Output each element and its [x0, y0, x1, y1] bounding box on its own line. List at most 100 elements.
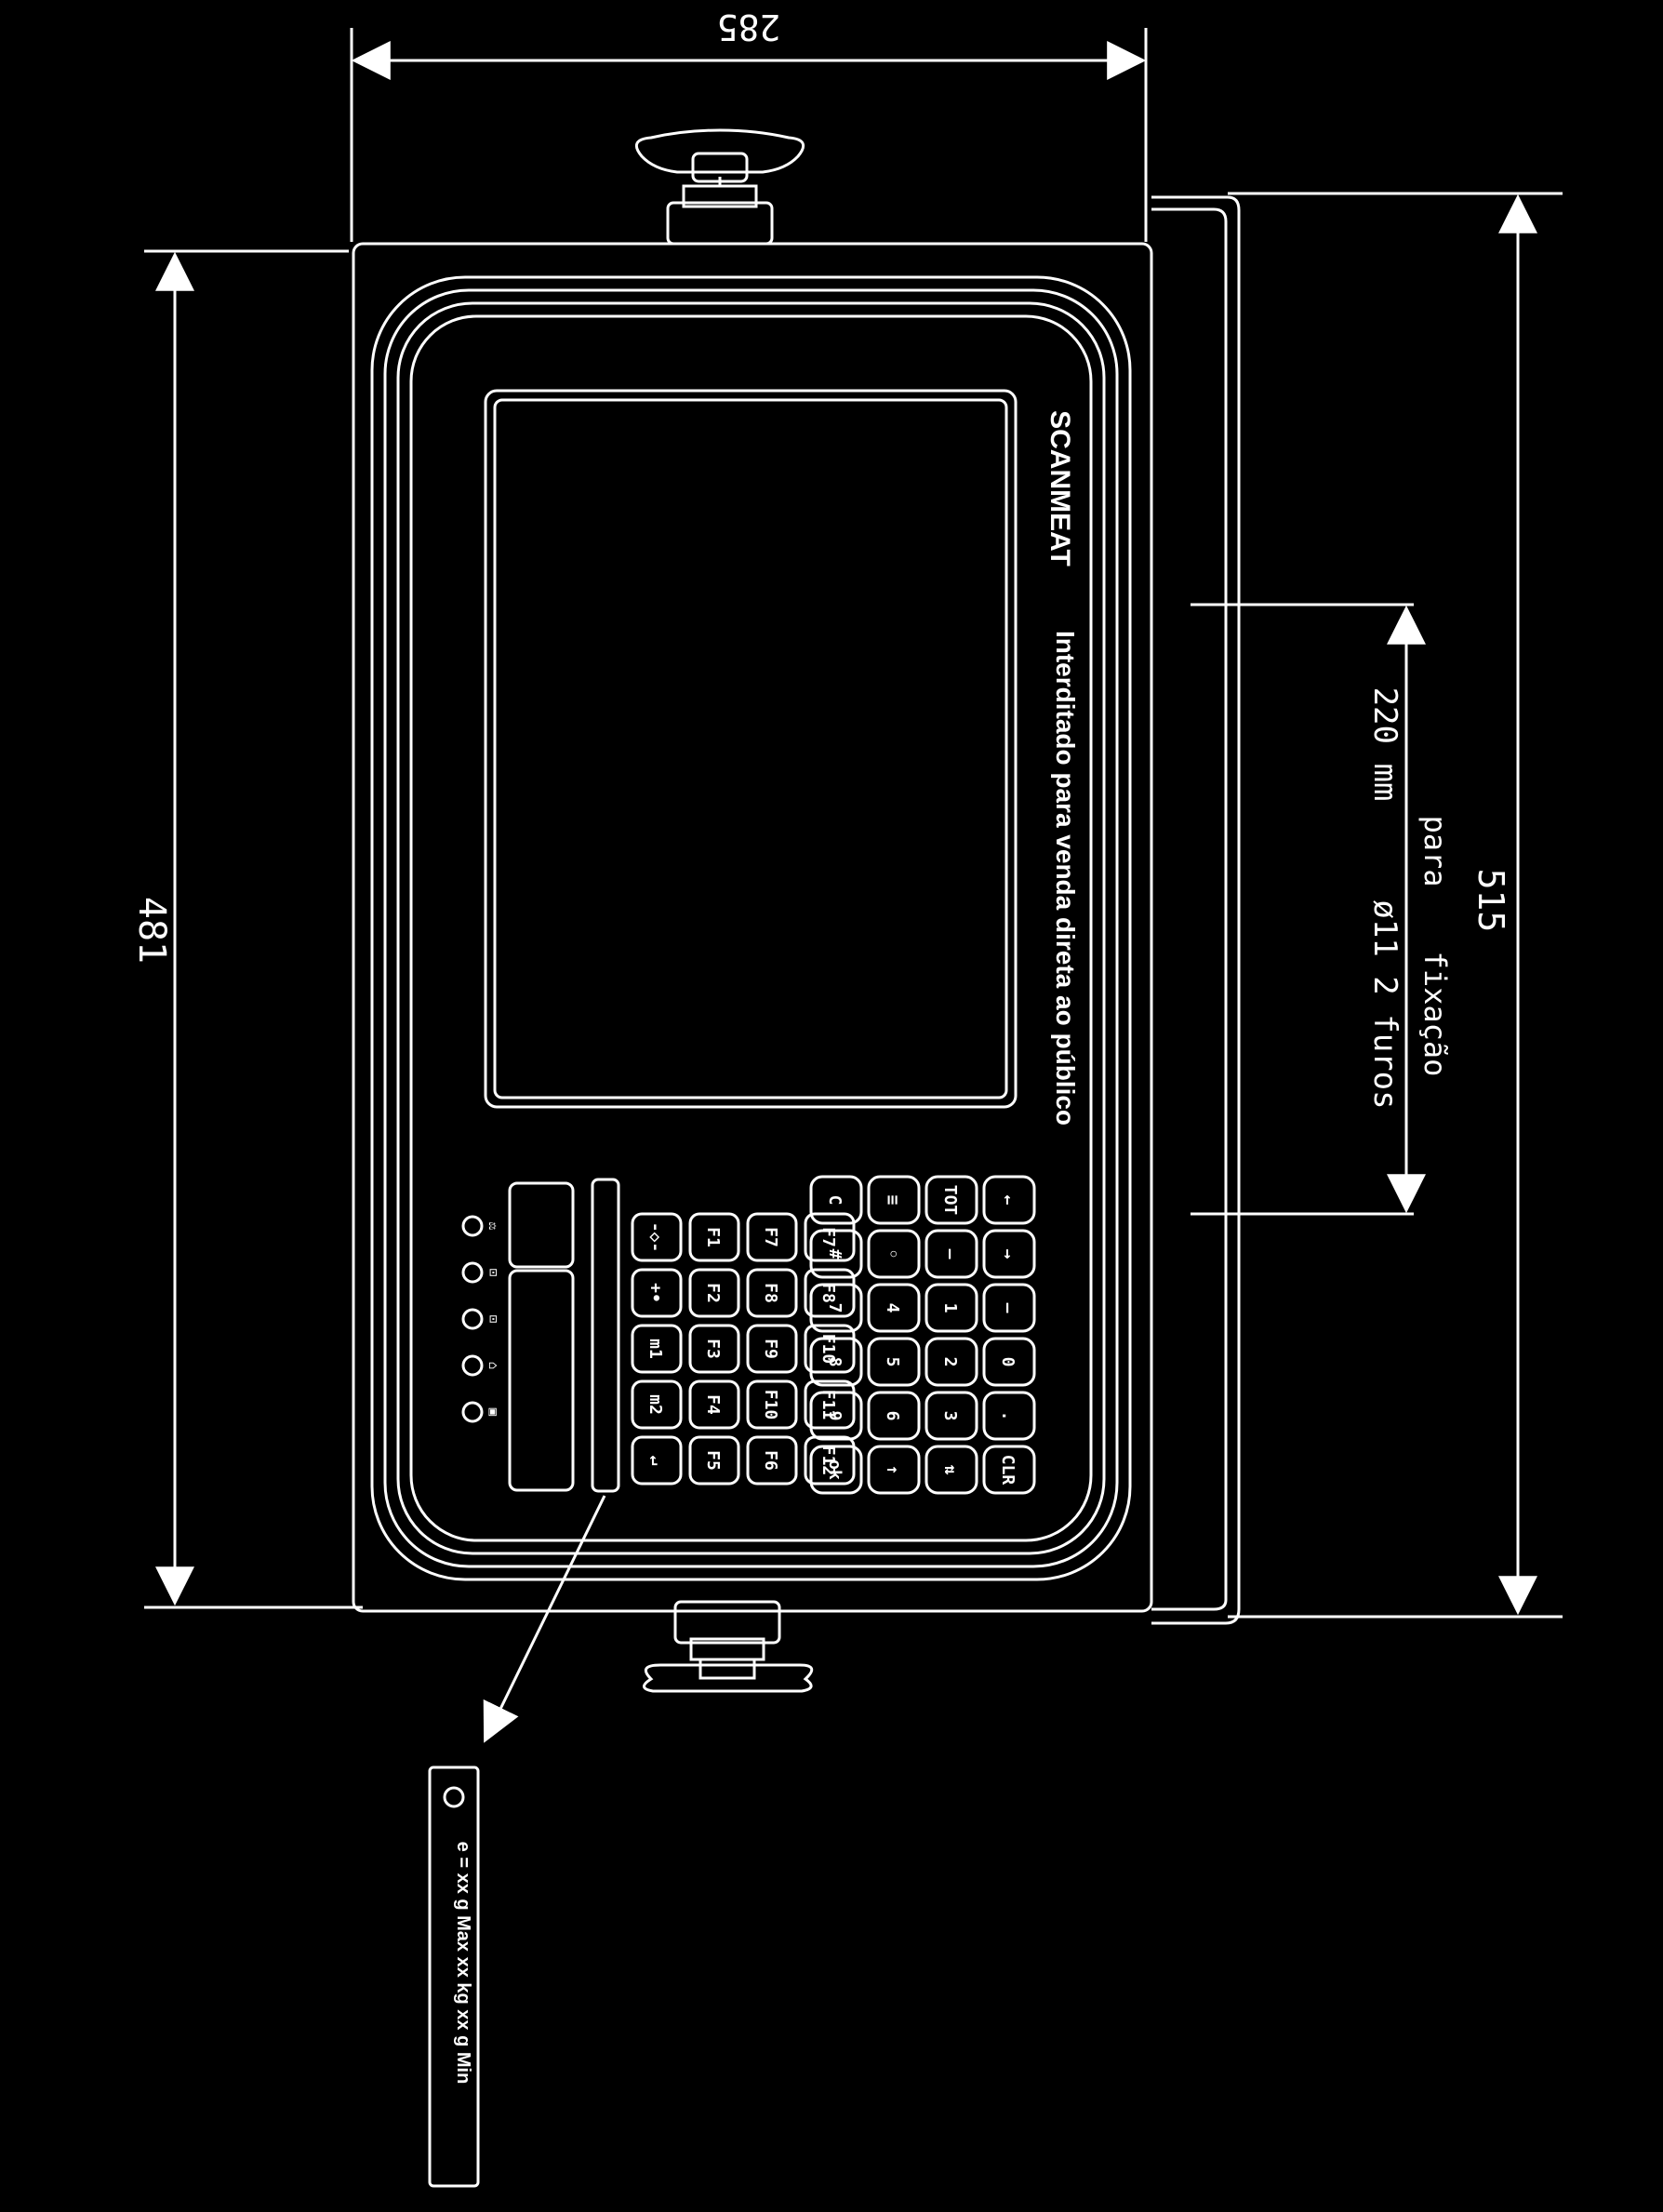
numeric-key[interactable]: —	[925, 1229, 978, 1279]
dim-515: 515	[1470, 869, 1511, 933]
numeric-key[interactable]: #	[809, 1229, 863, 1279]
function-key[interactable]: F5	[688, 1435, 740, 1486]
indicator-lamp: ⊡	[461, 1261, 500, 1284]
numeric-key-label: ok	[825, 1459, 845, 1480]
numeric-key[interactable]: 4	[867, 1283, 921, 1333]
function-key[interactable]: +•	[631, 1268, 683, 1318]
numeric-key[interactable]: C	[809, 1175, 863, 1225]
function-key[interactable]: F12	[804, 1435, 856, 1486]
function-key[interactable]: F2	[688, 1268, 740, 1318]
numeric-key[interactable]: 5	[867, 1337, 921, 1387]
numeric-key[interactable]: 6	[867, 1391, 921, 1441]
numeric-key[interactable]: →	[982, 1229, 1036, 1279]
function-key-label: F10	[818, 1334, 838, 1365]
numeric-key-label: 0	[998, 1357, 1018, 1367]
function-key[interactable]: F7	[804, 1212, 856, 1262]
display-window	[484, 389, 1018, 1109]
housing-outer	[352, 242, 1153, 1613]
function-key-label: F8	[761, 1283, 780, 1303]
function-key-label: F7	[818, 1227, 838, 1247]
numeric-key-label: 5	[883, 1357, 902, 1367]
function-key[interactable]: F4	[688, 1379, 740, 1430]
function-key-label: F12	[818, 1446, 838, 1476]
numeric-key[interactable]: TOT	[925, 1175, 978, 1225]
label-plate	[428, 1766, 480, 2188]
numeric-key[interactable]: CLR	[982, 1445, 1036, 1495]
numeric-key[interactable]: ≡	[867, 1175, 921, 1225]
numeric-key-label: 4	[883, 1303, 902, 1313]
numeric-key[interactable]: 7	[809, 1283, 863, 1333]
function-key-label: F9	[761, 1339, 780, 1359]
function-key[interactable]: F7	[746, 1212, 798, 1262]
numeric-key[interactable]: ok	[809, 1445, 863, 1495]
indicator-group: ▣ ⌂ ⊡ ⊡ ⚖	[461, 1215, 500, 1423]
warning-text: Interditado para venda direta ao público	[1051, 631, 1080, 1126]
numeric-key[interactable]: 0	[982, 1337, 1036, 1387]
function-key[interactable]: -◇-	[631, 1212, 683, 1262]
function-key-label: m2	[645, 1394, 665, 1415]
numeric-key-label: ←	[998, 1195, 1018, 1206]
function-key-label: m1	[645, 1339, 665, 1359]
numeric-key[interactable]: 8	[809, 1337, 863, 1387]
numeric-key[interactable]: ⇅	[925, 1445, 978, 1495]
numeric-key-label: CLR	[998, 1455, 1018, 1486]
numeric-key-label: 6	[883, 1411, 902, 1421]
function-key[interactable]: m1	[631, 1324, 683, 1374]
indicator-lamp: ⚖	[461, 1215, 500, 1237]
function-key[interactable]: m2	[631, 1379, 683, 1430]
function-key-label: F6	[761, 1450, 780, 1471]
function-key[interactable]: F11	[804, 1379, 856, 1430]
function-key[interactable]: ↵	[631, 1435, 683, 1486]
dimension-right	[1228, 192, 1563, 1619]
numeric-key[interactable]: ↑	[867, 1445, 921, 1495]
function-key[interactable]: F8	[804, 1268, 856, 1318]
indicator-label: ⊡	[486, 1269, 500, 1277]
function-key-label: F10	[761, 1390, 780, 1420]
numeric-key[interactable]: .	[982, 1391, 1036, 1441]
numeric-key-label: ↑	[883, 1465, 902, 1475]
top-knob	[634, 128, 805, 246]
numeric-key-label: 8	[825, 1357, 845, 1367]
numeric-key[interactable]: ◦	[867, 1229, 921, 1279]
numeric-key-label: →	[998, 1249, 1018, 1259]
dimension-holes	[1191, 603, 1426, 1216]
function-key[interactable]: F1	[688, 1212, 740, 1262]
numeric-key-label: 1	[940, 1303, 960, 1313]
numeric-key-label: ◦	[883, 1249, 902, 1259]
bezel-1	[370, 275, 1132, 1581]
numeric-key[interactable]: ←	[982, 1175, 1036, 1225]
function-key[interactable]: F6	[746, 1435, 798, 1486]
function-key[interactable]: F3	[688, 1324, 740, 1374]
holes-note-a: para	[1417, 815, 1453, 886]
ce-symbol	[443, 1786, 465, 1808]
function-key[interactable]: F8	[746, 1268, 798, 1318]
indicator-lamp: ⌂	[461, 1354, 500, 1377]
numeric-key-label: 2	[940, 1357, 960, 1367]
indicator-label: ⌂	[486, 1362, 500, 1369]
holes-note-c: fixação	[1417, 952, 1453, 1077]
function-key-label: F5	[703, 1450, 723, 1471]
function-key-label: F2	[703, 1283, 723, 1303]
bottom-knob	[643, 1600, 814, 1693]
function-key[interactable]: F9	[746, 1324, 798, 1374]
function-key[interactable]: F10	[804, 1324, 856, 1374]
numeric-key[interactable]: —	[982, 1283, 1036, 1333]
numeric-key[interactable]: 2	[925, 1337, 978, 1387]
back-plate	[1151, 195, 1241, 1625]
brand-logo: SCANMEAT	[1044, 410, 1075, 566]
function-key-label: F1	[703, 1227, 723, 1247]
holes-note-b: ø11 2 furos	[1366, 899, 1404, 1109]
numeric-key[interactable]: 9	[809, 1391, 863, 1441]
function-key[interactable]: F10	[746, 1379, 798, 1430]
function-key-label: F7	[761, 1227, 780, 1247]
dim-285: 285	[717, 7, 781, 47]
numeric-key-label: 9	[825, 1411, 845, 1421]
indicator-label: ▣	[486, 1408, 500, 1417]
numeric-key[interactable]: 1	[925, 1283, 978, 1333]
function-key-label: F4	[703, 1394, 723, 1415]
indicator-label: ⊡	[486, 1315, 500, 1324]
numeric-key[interactable]: 3	[925, 1391, 978, 1441]
dimension-top	[350, 28, 1148, 242]
